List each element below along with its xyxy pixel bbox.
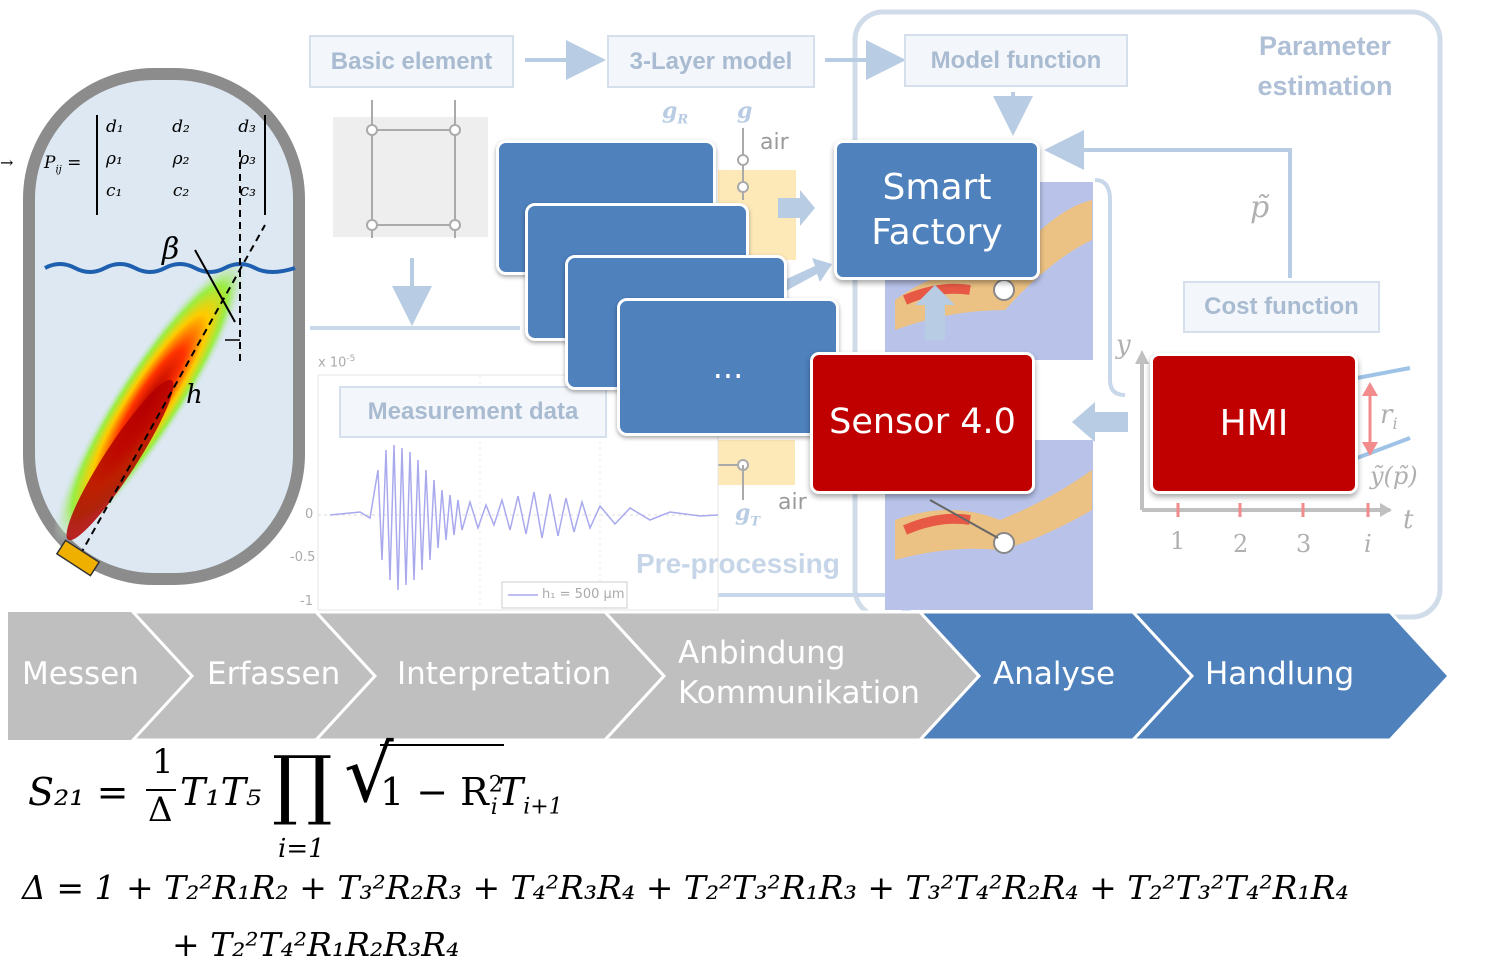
- sqrt-body: 1 − R2iTi+1: [380, 770, 563, 820]
- s21-equation: S₂₁ = 1 Δ T₁T₅ ∏ i=1 √ 1 − R2iTi+1: [28, 736, 628, 867]
- measurement-data-box: Measurement data: [339, 386, 607, 438]
- chevron-label-interpretation: Interpretation: [397, 656, 612, 692]
- g-t-label: gT: [735, 500, 761, 530]
- tick-i: i: [1364, 530, 1372, 558]
- product-symbol: ∏: [272, 739, 333, 828]
- model-function-box: Model function: [904, 34, 1128, 87]
- y-tick-0: 0: [305, 507, 314, 522]
- matrix-cell: d₂: [172, 117, 190, 137]
- fraction-numerator: 1: [152, 742, 174, 782]
- ellipsis-label: ...: [712, 348, 744, 386]
- sqrt-radical: √: [344, 730, 394, 820]
- smart-factory-line2: Factory: [871, 212, 1003, 253]
- matrix-cell: c₁: [106, 181, 123, 201]
- matrix-cell: c₃: [239, 181, 256, 201]
- delta-equation-line2: + T₂²T₄²R₁R₂R₃R₄: [172, 925, 460, 964]
- x-scale-label: x 10-5: [318, 354, 356, 371]
- sqrt-vinculum: [380, 744, 504, 746]
- anbindung-line1: Anbindung: [678, 635, 846, 671]
- process-chevron-bar: [8, 610, 1452, 742]
- parameter-matrix: → Pij = d₁ d₂ d₃ ρ₁ ρ₂ ρ₃ c₁ c₂ c₃: [0, 115, 274, 215]
- hmi-label: HMI: [1219, 403, 1289, 444]
- matrix-lhs: Pij =: [44, 153, 82, 176]
- y-of-p-label: ỹ(p̃): [1370, 462, 1418, 490]
- parameter-estimation-line1: Parameter: [1258, 31, 1392, 61]
- y-axis-label: y: [1116, 330, 1131, 360]
- parameter-estimation-line2: estimation: [1257, 71, 1393, 101]
- matrix-cell: c₂: [172, 181, 190, 201]
- smart-factory-line1: Smart: [882, 167, 992, 208]
- matrix-cell: d₁: [106, 117, 124, 137]
- chart-legend: h₁ = 500 µm: [542, 587, 625, 602]
- chevron-label-analyse: Analyse: [993, 656, 1116, 692]
- chevron-label-erfassen: Erfassen: [207, 656, 341, 692]
- y-tick-minus-05: -0.5: [290, 550, 316, 565]
- h-label: h: [186, 380, 203, 410]
- matrix-cell: ρ₁: [106, 149, 123, 169]
- air-bottom-label: air: [778, 490, 807, 515]
- y-tick-minus-1: -1: [300, 594, 313, 609]
- chevron-handlung[interactable]: [1129, 610, 1452, 742]
- tick-3: 3: [1296, 530, 1312, 558]
- beta-label: β: [162, 232, 180, 267]
- chevron-label-handlung: Handlung: [1205, 656, 1355, 692]
- matrix-bracket: [96, 115, 266, 215]
- matrix-cell: ρ₂: [172, 149, 190, 169]
- s21-lhs: S₂₁ =: [28, 770, 129, 814]
- pre-processing-label: Pre-processing: [636, 548, 840, 579]
- p-tilde-label: p̃: [1250, 190, 1270, 225]
- cost-function-box: Cost function: [1183, 281, 1380, 333]
- t-axis-label: t: [1403, 505, 1414, 535]
- layer-card-4: ...: [617, 298, 839, 436]
- g-label: g: [737, 98, 753, 124]
- sensor-box[interactable]: Sensor 4.0: [810, 352, 1035, 494]
- basic-element-box: Basic element: [309, 35, 514, 88]
- anbindung-line2: Kommunikation: [678, 674, 920, 711]
- matrix-cell: d₃: [238, 117, 256, 137]
- parameter-estimation-label: Parameter estimation: [1240, 26, 1410, 106]
- matrix-cells: d₁ d₂ d₃ ρ₁ ρ₂ ρ₃ c₁ c₂ c₃: [106, 117, 266, 213]
- tick-1: 1: [1170, 527, 1186, 555]
- tick-2: 2: [1233, 530, 1249, 558]
- g-r-label: gR: [662, 98, 689, 128]
- fraction-denominator: Δ: [148, 790, 173, 830]
- sensor-label: Sensor 4.0: [829, 402, 1016, 443]
- chevron-label-anbindung: Anbindung Kommunikation: [678, 634, 920, 713]
- smart-factory-box[interactable]: Smart Factory: [834, 140, 1040, 280]
- three-layer-model-box: 3-Layer model: [607, 35, 815, 88]
- delta-equation-line1: Δ = 1 + T₂²R₁R₂ + T₃²R₂R₃ + T₄²R₃R₄ + T₂…: [22, 868, 1349, 907]
- arrow-glyph: →: [0, 153, 14, 172]
- fraction-bar: [146, 789, 176, 791]
- matrix-cell: ρ₃: [239, 149, 256, 169]
- product-index: i=1: [278, 834, 325, 864]
- hmi-box[interactable]: HMI: [1150, 353, 1358, 494]
- s21-mid: T₁T₅: [180, 770, 262, 814]
- air-top-label: air: [760, 130, 789, 155]
- chevron-label-messen: Messen: [22, 656, 139, 692]
- r-i-label: ri: [1380, 400, 1398, 434]
- chevron-messen[interactable]: [8, 612, 192, 740]
